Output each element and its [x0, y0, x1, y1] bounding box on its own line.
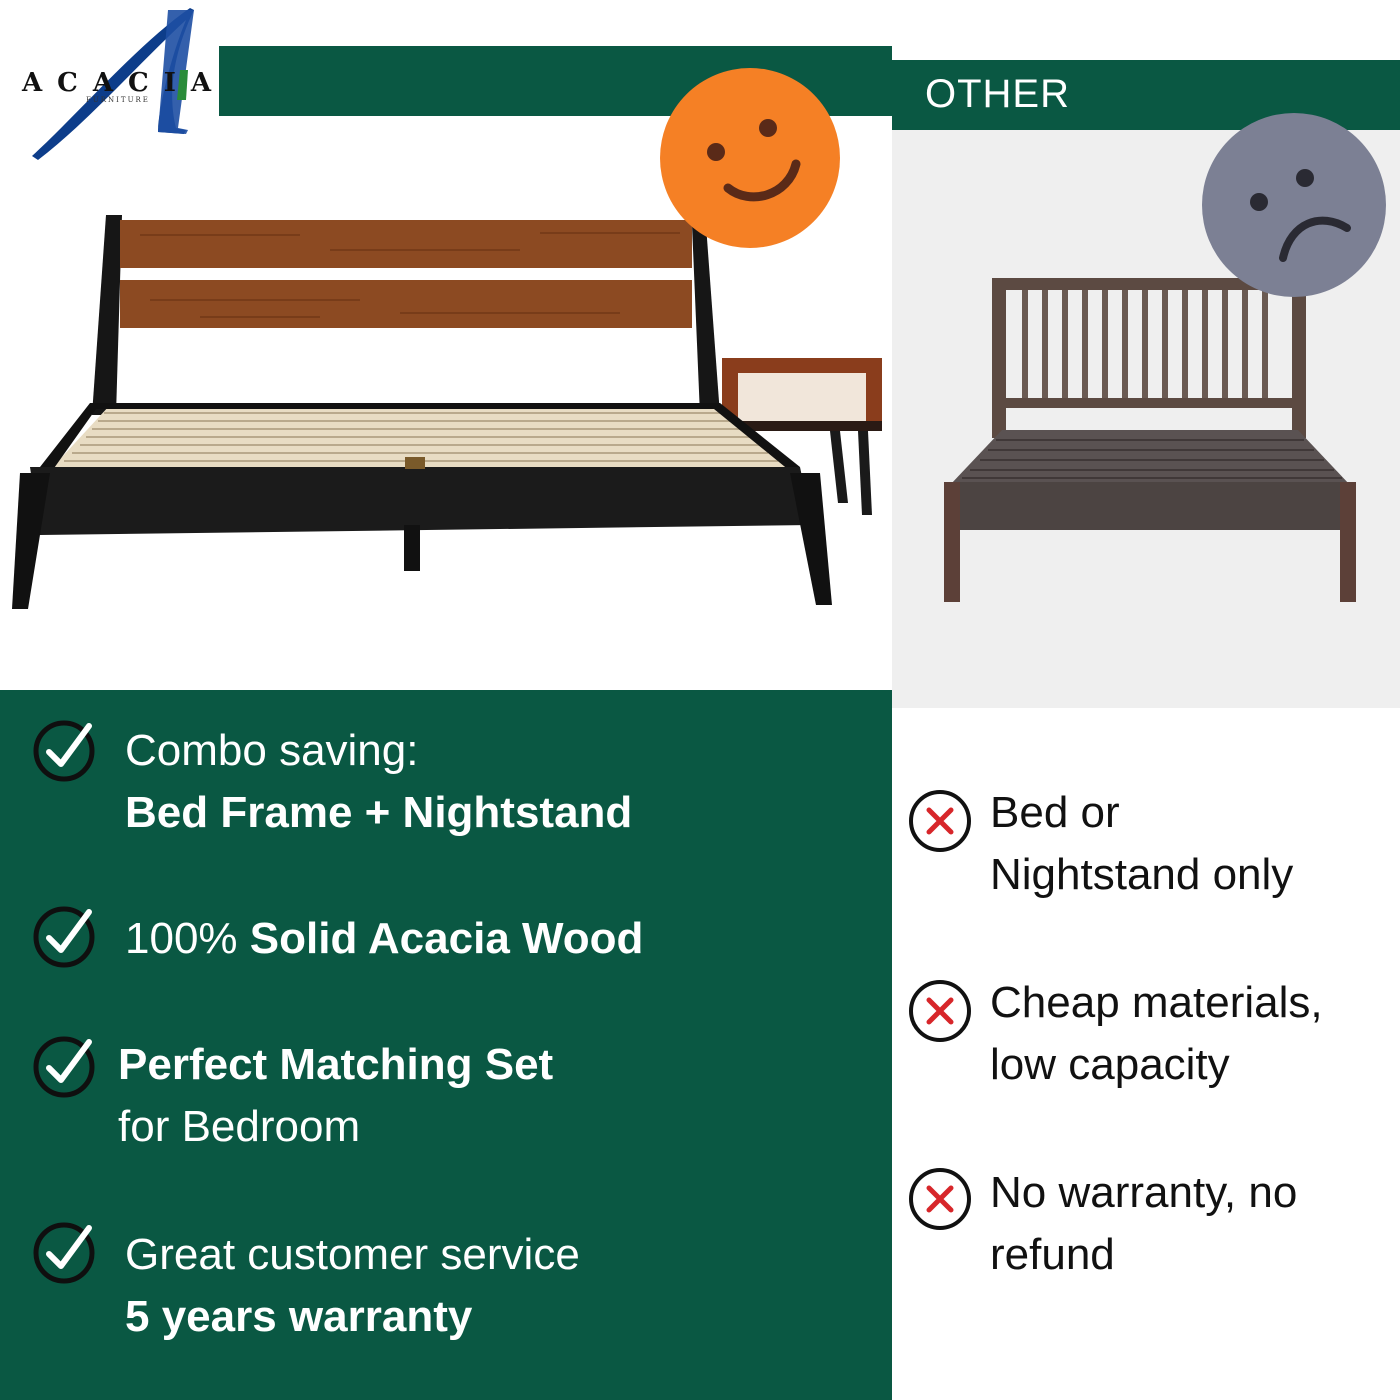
pro-service-line1: Great customer service — [125, 1230, 580, 1279]
con-warranty-line1: No warranty, no — [990, 1168, 1298, 1217]
x-circle-icon — [909, 1168, 971, 1230]
con-no-warranty: No warranty, no refund — [990, 1162, 1297, 1286]
con-cheap-line2: low capacity — [990, 1040, 1230, 1089]
other-label: OTHER — [925, 72, 1070, 116]
pro-solid-wood: 100% Solid Acacia Wood — [125, 914, 644, 963]
con-single-line1: Bed or — [990, 788, 1120, 837]
con-cheap-line1: Cheap materials, — [990, 978, 1323, 1027]
acacia-logo-icon — [32, 8, 194, 160]
checkmark-circle-icon — [33, 720, 95, 782]
sad-face-icon — [1202, 113, 1386, 297]
checkmark-circle-icon — [33, 1036, 95, 1098]
checkmark-circle-icon — [33, 906, 95, 968]
con-single-item: Bed or Nightstand only — [990, 782, 1293, 906]
x-circle-icon — [909, 790, 971, 852]
pro-service-line2: 5 years warranty — [125, 1292, 473, 1341]
acacia-bed-nightstand-image — [12, 215, 882, 609]
checkmark-circle-icon — [33, 1222, 95, 1284]
pro-combo-saving: Combo saving: Bed Frame + Nightstand — [125, 720, 632, 844]
pro-matching-set: Perfect Matching Set for Bedroom — [118, 1034, 553, 1158]
cons-panel — [892, 708, 1400, 1400]
con-warranty-line2: refund — [990, 1230, 1115, 1279]
pro-combo-line1: Combo saving: — [125, 726, 419, 775]
pro-matching-line2: for Bedroom — [118, 1102, 361, 1151]
other-bed-image — [944, 278, 1356, 602]
pro-combo-line2: Bed Frame + Nightstand — [125, 788, 633, 837]
x-circle-icon — [909, 980, 971, 1042]
happy-face-icon — [660, 68, 840, 248]
logo-subtitle: FURNITURE — [86, 96, 150, 104]
con-cheap-materials: Cheap materials, low capacity — [990, 972, 1323, 1096]
con-single-line2: Nightstand only — [990, 850, 1294, 899]
other-panel-top-strip — [892, 0, 1400, 60]
pros-panel — [0, 690, 892, 1400]
pro-matching-line1: Perfect Matching Set — [118, 1040, 554, 1089]
pro-customer-service: Great customer service 5 years warranty — [125, 1224, 580, 1348]
logo-wordmark: ACACIA — [22, 68, 227, 98]
